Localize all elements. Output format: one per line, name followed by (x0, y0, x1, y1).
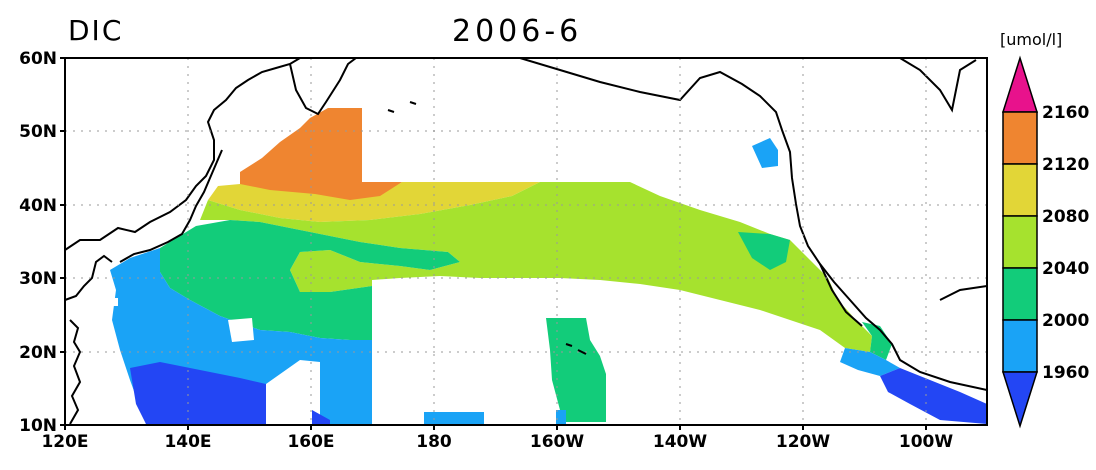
dic-region-2080-2120 (208, 182, 540, 222)
lon-label: 120W (776, 432, 830, 452)
colorbar-labels: 2160 2120 2080 2040 2000 1960 (1042, 103, 1089, 383)
lat-label: 20N (19, 343, 57, 363)
colorbar-segment (1002, 267, 1038, 321)
lon-label: 160E (287, 432, 334, 452)
lon-label: 100W (899, 432, 953, 452)
colorbar-bottom-arrow (1001, 371, 1039, 429)
coast-baja (819, 263, 863, 327)
dic-region-1960-2000-coast (840, 348, 900, 376)
coast-kamchatka (289, 58, 357, 116)
dic-hole-small (110, 298, 118, 306)
lon-label: 180 (416, 432, 452, 452)
dic-region-lt1960-east (880, 368, 987, 424)
coast-canada (899, 58, 977, 113)
lat-label: 10N (19, 416, 57, 436)
lon-label: 160W (530, 432, 584, 452)
dic-region-lt1960 (130, 362, 266, 424)
lon-label: 120E (41, 432, 88, 452)
dic-region-2000-2040-coast (738, 232, 790, 270)
colorbar-label: 2120 (1042, 155, 1089, 175)
dic-region-2040-2080 (200, 182, 872, 352)
coast-hawaii (565, 343, 587, 355)
colorbar-label: 1960 (1042, 363, 1089, 383)
colorbar-segment (1002, 111, 1038, 165)
variable-title: DIC (68, 14, 124, 47)
lat-axis: 60N 50N 40N 30N 20N 10N (19, 49, 57, 436)
colorbar-segment (1002, 163, 1038, 217)
colorbar-units: [umol/l] (1000, 30, 1063, 49)
colorbar-label: 2080 (1042, 207, 1089, 227)
dic-hole (228, 318, 254, 342)
lon-axis: 120E 140E 160E 180 160W 140W 120W 100W (41, 432, 953, 452)
grid-lines (65, 58, 987, 425)
lat-label: 40N (19, 196, 57, 216)
coast-japan (119, 149, 223, 263)
date-title: 2006-6 (452, 14, 583, 49)
plot-frame (64, 57, 988, 426)
coast-mexico (939, 285, 987, 301)
dic-region-2000-2040-hawaii (546, 318, 606, 422)
dic-region-1960-2000-south (424, 412, 484, 424)
colorbar-top-arrow (1001, 55, 1039, 113)
colorbar-label: 2160 (1042, 103, 1089, 123)
dic-region-2000-2040-mexico (862, 322, 892, 360)
colorbar-label: 2000 (1042, 311, 1089, 331)
coast-alaska (356, 58, 987, 391)
colorbar-segment (1002, 215, 1038, 269)
axis-ticks (60, 57, 927, 430)
dic-region-2000-2040 (160, 220, 460, 340)
coast-asia (65, 58, 301, 251)
coast-china (65, 254, 113, 301)
lon-label: 140E (164, 432, 211, 452)
lat-label: 60N (19, 49, 57, 69)
colorbar-label: 2040 (1042, 259, 1089, 279)
dic-region-1960-2000-south2 (556, 410, 566, 424)
coast-philippines (69, 319, 82, 425)
dic-region-lt1960-south (312, 410, 330, 424)
lat-label: 50N (19, 122, 57, 142)
colorbar-segment (1002, 319, 1038, 373)
coast-aleutians (387, 101, 417, 113)
coastlines (65, 58, 987, 425)
colorbar (1001, 55, 1039, 429)
lat-label: 30N (19, 269, 57, 289)
dic-region-1960-2000-vancouver (752, 138, 778, 168)
lon-label: 140W (653, 432, 707, 452)
